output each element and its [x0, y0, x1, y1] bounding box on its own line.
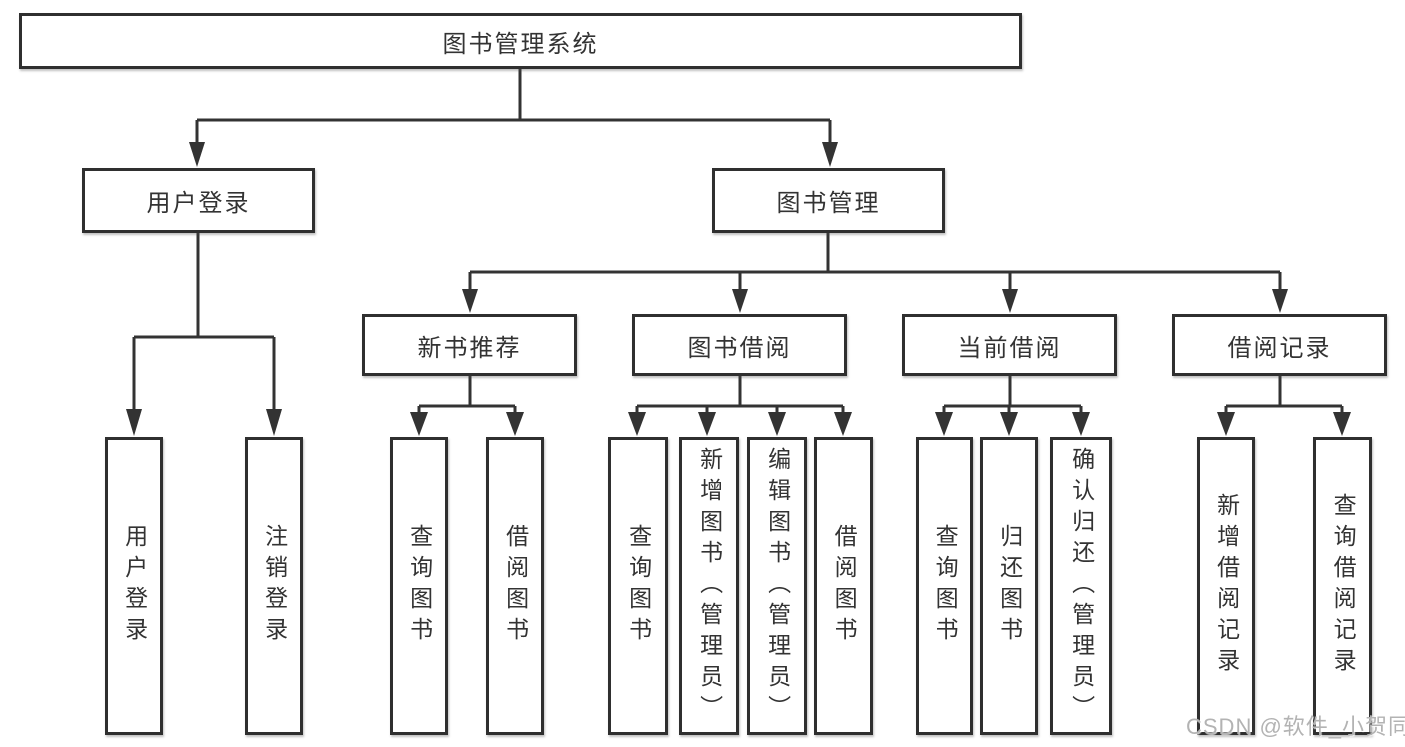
leaf-record-add-label: 新增借阅记录 [1213, 493, 1240, 679]
node-borrow-record: 借阅记录 [1172, 314, 1387, 376]
node-current-borrow: 当前借阅 [902, 314, 1117, 376]
leaf-current-query-label: 查询图书 [932, 524, 959, 648]
leaf-newbook-borrow-label: 借阅图书 [502, 524, 529, 648]
leaf-newbook-query-label: 查询图书 [406, 524, 433, 648]
node-new-book-recommend: 新书推荐 [362, 314, 577, 376]
leaf-current-query: 查询图书 [916, 437, 973, 735]
leaf-borrow-book: 借阅图书 [814, 437, 873, 735]
node-user-login-label: 用户登录 [146, 190, 251, 217]
leaf-record-query: 查询借阅记录 [1313, 437, 1372, 735]
arrowhead-icons [126, 142, 1351, 436]
csdn-watermark: CSDN @软件_小贺同学 [1186, 714, 1405, 739]
leaf-record-query-label: 查询借阅记录 [1330, 493, 1357, 679]
leaf-user-login-label: 用户登录 [121, 524, 148, 648]
leaf-borrow-query: 查询图书 [608, 437, 668, 735]
leaf-current-confirm-return-admin-label: 确认归还（管理员） [1068, 446, 1095, 726]
leaf-borrow-edit-admin: 编辑图书（管理员） [747, 437, 807, 735]
leaf-current-return-label: 归还图书 [996, 524, 1023, 648]
leaf-borrow-edit-admin-label: 编辑图书（管理员） [764, 446, 791, 726]
node-library-management-system: 图书管理系统 [19, 13, 1022, 69]
leaf-borrow-query-label: 查询图书 [625, 524, 652, 648]
leaf-record-add: 新增借阅记录 [1197, 437, 1255, 735]
leaf-current-confirm-return-admin: 确认归还（管理员） [1050, 437, 1112, 735]
leaf-logout: 注销登录 [245, 437, 303, 735]
node-user-login: 用户登录 [82, 168, 315, 233]
node-current-borrow-label: 当前借阅 [957, 334, 1062, 362]
leaf-user-login: 用户登录 [105, 437, 163, 735]
leaf-newbook-query: 查询图书 [390, 437, 448, 735]
leaf-borrow-book-label: 借阅图书 [831, 524, 858, 648]
node-book-management-label: 图书管理 [776, 190, 881, 217]
node-book-management: 图书管理 [712, 168, 945, 233]
node-book-borrow-label: 图书借阅 [687, 334, 792, 362]
connector-lines [132, 69, 1344, 416]
leaf-newbook-borrow: 借阅图书 [486, 437, 544, 735]
node-library-management-system-label: 图书管理系统 [442, 30, 599, 58]
node-book-borrow: 图书借阅 [632, 314, 847, 376]
leaf-borrow-add-admin: 新增图书（管理员） [679, 437, 739, 735]
leaf-current-return: 归还图书 [980, 437, 1038, 735]
leaf-borrow-add-admin-label: 新增图书（管理员） [696, 446, 723, 726]
leaf-logout-label: 注销登录 [261, 524, 288, 648]
node-borrow-record-label: 借阅记录 [1227, 334, 1332, 362]
node-new-book-recommend-label: 新书推荐 [417, 334, 522, 362]
